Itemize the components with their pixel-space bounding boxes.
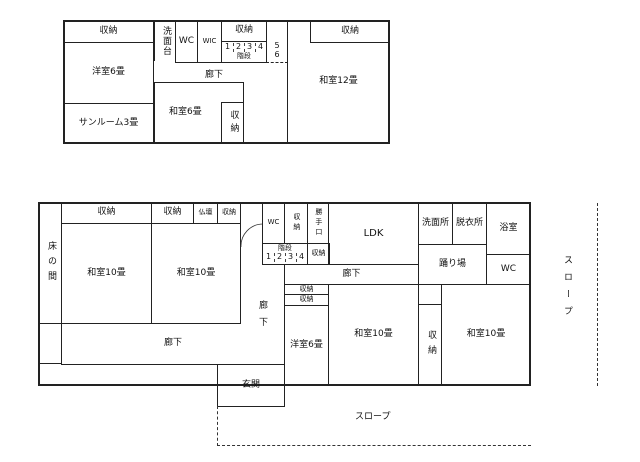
upper-sunroom: サンルーム3畳: [63, 103, 154, 144]
upper-storage-mid: 収納: [221, 20, 267, 42]
lower-wc-2: WC: [486, 254, 531, 285]
door-swing-icon: [240, 223, 264, 248]
lower-butsudan: 仏壇: [193, 202, 218, 224]
stair-step: 1: [264, 252, 275, 262]
upper-hallway: 廊下: [205, 70, 224, 80]
lower-storage-4: 収納: [284, 202, 308, 244]
stair-step: 3: [286, 252, 297, 262]
lower-storage-5: 収納: [307, 243, 330, 265]
stair-step: 4: [257, 42, 264, 52]
stair-step: 5: [274, 40, 280, 50]
stair-step: 2: [275, 252, 286, 262]
lower-storage-2: 収納: [151, 202, 194, 224]
lower-japanese-10-d: 和室10畳: [441, 284, 531, 386]
lower-hallway-vertical: 廊下: [257, 300, 267, 334]
upper-washbasin: 洗面台: [154, 20, 176, 61]
lower-hallway-east: 廊下: [284, 264, 419, 285]
lower-landing: 踊り場: [418, 244, 487, 285]
stair-step: 1: [223, 42, 234, 52]
lower-ldk: LDK: [328, 202, 419, 265]
lower-slope-bottom-label: スロープ: [355, 412, 391, 422]
stair-step: 3: [245, 42, 256, 52]
lower-western-6: 洋室6畳: [284, 305, 329, 386]
stair-step: 4: [298, 251, 305, 261]
upper-wc: WC: [175, 20, 198, 63]
upper-stairs-landing: 5 6: [266, 20, 288, 63]
lower-storage-3: 収納: [217, 202, 241, 224]
upper-western-6: 洋室6畳: [63, 42, 154, 104]
lower-tokonoma: 床の間: [38, 202, 62, 324]
lower-alcove-bottom: [38, 323, 62, 364]
upper-wic: WIC: [197, 20, 222, 63]
lower-japanese-10-c: 和室10畳: [328, 284, 419, 386]
lower-storage-8: 収納: [418, 304, 442, 386]
upper-storage-small: 収納: [221, 102, 244, 144]
lower-japanese-10-b: 和室10畳: [151, 223, 241, 324]
lower-storage-1: 収納: [61, 202, 152, 224]
lower-dressing-room: 脱衣所: [452, 202, 487, 245]
lower-japanese-10-a: 和室10畳: [61, 223, 152, 324]
lower-entrance: 玄関: [217, 364, 285, 407]
slope-boundary-line: [597, 203, 598, 386]
stair-step: 6: [274, 49, 280, 59]
upper-storage-left: 収納: [63, 20, 154, 43]
stair-step: 2: [234, 42, 245, 52]
lower-washroom: 洗面所: [418, 202, 453, 245]
stairs-label: 階段: [237, 52, 251, 61]
upper-storage-right: 収納: [310, 20, 390, 43]
lower-back-door[interactable]: 勝手口: [307, 202, 329, 244]
lower-slope-area: [217, 406, 531, 446]
lower-hallway-main: 廊下: [61, 323, 285, 365]
lower-wc-1: WC: [262, 202, 285, 244]
stairs-label: 階段: [278, 244, 292, 253]
lower-slope-right-label: スロープ: [562, 255, 572, 323]
lower-bathroom: 浴室: [486, 202, 531, 255]
